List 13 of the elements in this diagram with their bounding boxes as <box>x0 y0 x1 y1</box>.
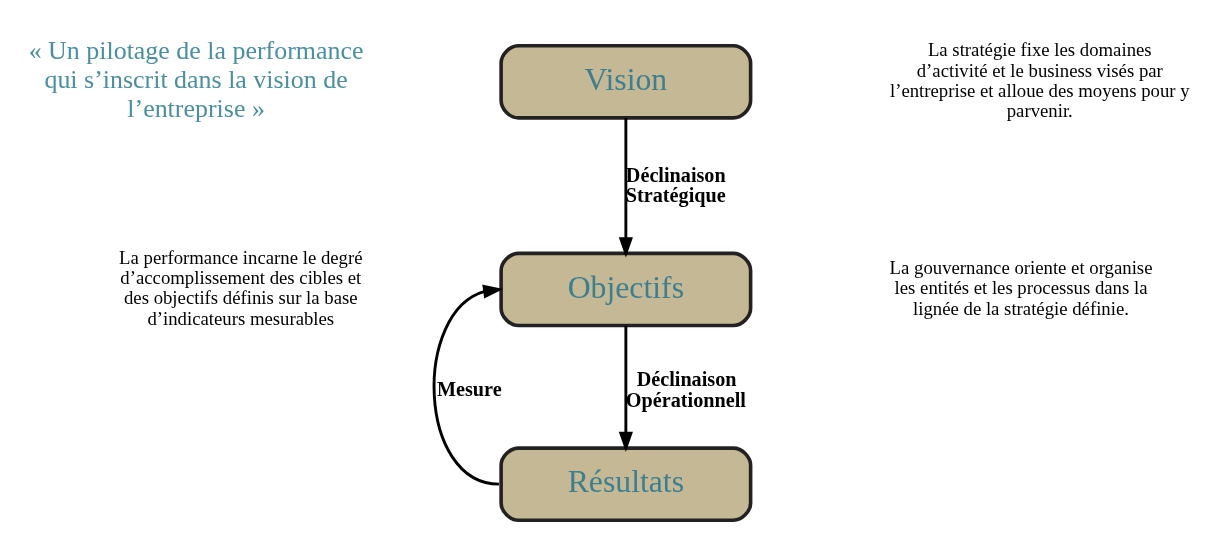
label: La stratégie fixe les domaines d’activité et le business visés par l’entreprise et alloue des moyens pour y parvenir. <box>889 38 1190 121</box>
arrow <box>618 117 633 257</box>
arrow <box>618 325 633 452</box>
node-box: Objectifs <box>499 251 753 327</box>
node-box: Vision <box>499 43 753 120</box>
edge-label: Déclinaison Opérationnell <box>625 367 746 411</box>
label: La performance incarne le degré d’accomplissement des cibles et des objectifs définis sur la base d’indicateurs mesurables <box>119 246 363 329</box>
node-box: Résultats <box>499 445 753 522</box>
arrow <box>432 284 504 486</box>
label: La gouvernance oriente et organise les entités et les processus dans la lignée de la stratégie définie. <box>889 256 1153 319</box>
edge-label: Déclinaison Stratégique <box>625 163 726 206</box>
edge-label: Mesure <box>436 377 502 400</box>
label: « Un pilotage de la performance qui s’inscrit dans la vision de l’entreprise » <box>28 35 364 123</box>
